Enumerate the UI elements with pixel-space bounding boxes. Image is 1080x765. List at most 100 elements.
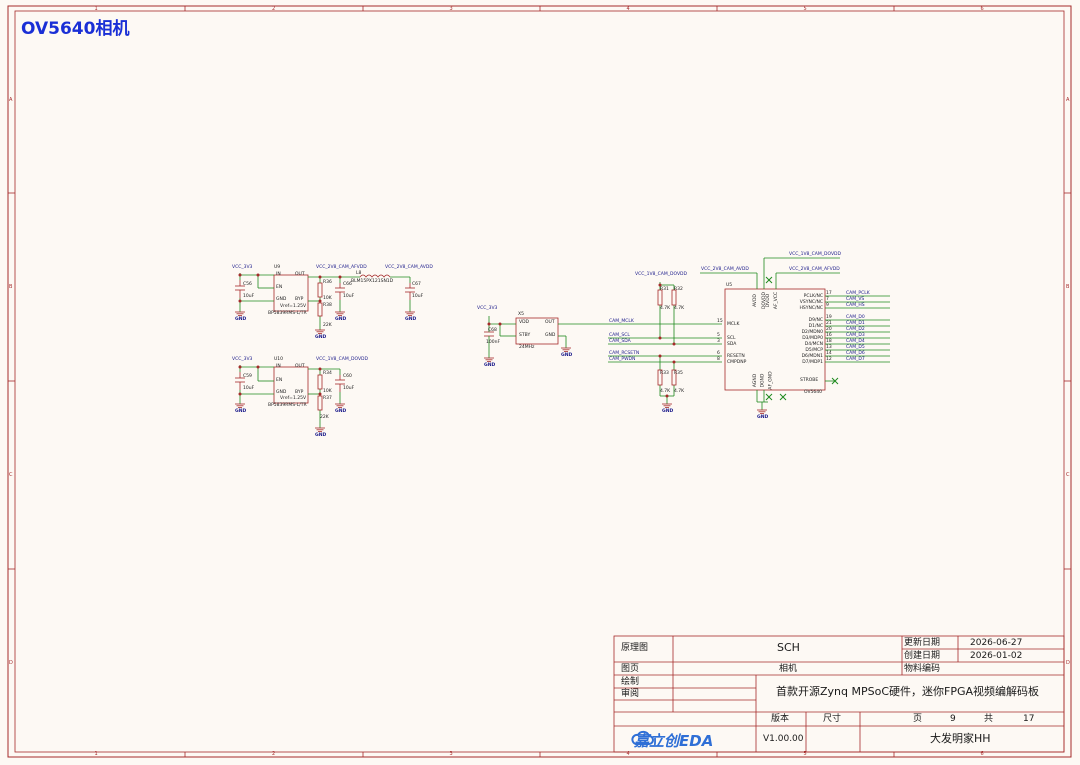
u9-passives: [235, 274, 415, 317]
osc-cap-val: 100nF: [486, 340, 501, 345]
gnd-label: GND: [662, 409, 674, 414]
gnd-label: GND: [335, 409, 347, 414]
title-block: [613, 635, 1065, 753]
u9-pin-in: IN: [276, 272, 281, 277]
gnd-symbol: [235, 403, 245, 409]
sensor-data-wires: [825, 295, 890, 363]
net-cam-resetn: CAM_RCSETN: [609, 351, 640, 356]
sensor-right-pin-name: PCLK/NC: [803, 294, 823, 299]
tb-company: 大发明家HH: [930, 732, 991, 745]
u10-pin-out: OUT: [295, 364, 305, 369]
sensor-net-label: CAM_D2: [846, 327, 865, 332]
sensor-right-pin-number: 17: [826, 291, 832, 296]
u10-r2-val: 22K: [320, 415, 329, 420]
gnd-symbol: [335, 403, 345, 409]
sensor-ref: U5: [726, 283, 733, 288]
sensor-net-label: CAM_PCLK: [846, 291, 870, 296]
sensor-avdd-label: VCC_2V8_CAM_AVDD: [701, 267, 749, 272]
net-cam-mclk: CAM_MCLK: [609, 319, 634, 324]
gnd-label: GND: [315, 335, 327, 340]
border-col-label: 5: [803, 751, 807, 757]
u9-r1-val: 10K: [323, 296, 332, 301]
tb-review-label: 审阅: [621, 689, 640, 699]
no-connect-marks: [765, 276, 839, 401]
u9-r2-val: 22K: [323, 323, 332, 328]
u9-cavdd-val: 10uF: [412, 294, 424, 299]
u10-pin-en: EN: [276, 378, 283, 383]
pullup-supply: VCC_1V8_CAM_DOVDD: [635, 272, 687, 277]
pullup-junctions: [658, 283, 676, 398]
u9-cin-ref: C56: [243, 282, 252, 287]
border-row-label: C: [9, 472, 13, 478]
tb-size-label: 尺寸: [823, 714, 842, 724]
osc-pin-vdd: VDD: [519, 320, 530, 325]
pullup-r35-val: 4.7K: [674, 389, 685, 394]
gnd-symbol: [315, 329, 325, 335]
sensor-right-pin-number: 21: [826, 321, 832, 326]
u9-cin-val: 10uF: [243, 294, 255, 299]
u9-ref: U9: [274, 265, 281, 270]
outer-frame: [7, 5, 1072, 758]
pullup-resistors: [657, 289, 677, 386]
tb-page-label: 图页: [621, 664, 640, 674]
border-col-label: 6: [980, 6, 984, 12]
sensor-part: OV5640: [804, 390, 822, 395]
sensor-net-label: CAM_D0: [846, 315, 865, 320]
gnd-symbol: [484, 357, 494, 363]
border-col-label: 3: [449, 6, 453, 12]
u10-ref: U10: [274, 357, 284, 362]
sensor-left-pin-name: MCLK: [727, 322, 740, 327]
border-row-label: B: [9, 284, 13, 290]
sensor-net-label: CAM_VS: [846, 297, 865, 302]
gnd-label: GND: [484, 363, 496, 368]
page-title: OV5640相机: [21, 19, 130, 39]
sensor-afvdd-label: VCC_2V8_CAM_AFVDD: [789, 267, 840, 272]
sensor-left-pin-name: SCL: [727, 336, 736, 341]
u10-r1-ref: R34: [323, 371, 332, 376]
border-col-label: 3: [449, 751, 453, 757]
u10-r2-ref: R37: [323, 396, 332, 401]
tb-page-value: 相机: [779, 664, 798, 674]
border-row-label: B: [1066, 284, 1070, 290]
sensor-top-pin: DVDD: [766, 293, 772, 308]
sensor-bottom-pin: AF_GND: [768, 371, 774, 390]
u10-pin-byp: BYP: [295, 390, 304, 395]
net-cam-pwdn: CAM_PWDN: [609, 357, 636, 362]
tb-created-value: 2026-01-02: [970, 651, 1023, 661]
border-col-label: 5: [803, 6, 807, 12]
sensor-right-pin-name: D6/MDN1: [801, 354, 823, 359]
u9-pin-byp: BYP: [295, 297, 304, 302]
osc-junctions: [487, 322, 502, 326]
gnd-label: GND: [235, 409, 247, 414]
gnd-symbol: [561, 347, 571, 353]
sensor-left-pin-number: 6: [717, 351, 720, 356]
osc-pin-stby: STBY: [519, 333, 531, 338]
u9-vout-label: VCC_2V8_CAM_AFVDD: [316, 265, 367, 270]
border-col-label: 2: [272, 751, 276, 757]
tb-schematic-value: SCH: [777, 641, 800, 654]
osc-cap-ref: C68: [488, 328, 497, 333]
pullup-r35: R35: [674, 371, 683, 376]
u10-vref: Vref=1.25V: [280, 396, 307, 401]
sensor-net-label: CAM_D1: [846, 321, 865, 326]
sensor-net-label: CAM_D6: [846, 351, 865, 356]
border-row-label: D: [1066, 660, 1070, 666]
pullup-r31-val: 4.7K: [660, 306, 671, 311]
u9-r1-ref: R36: [323, 280, 332, 285]
u10-junctions: [238, 365, 322, 396]
regulator-u10: [273, 366, 309, 404]
osc-pin-gnd: GND: [545, 333, 556, 338]
u10-pin-in: IN: [276, 364, 281, 369]
gnd-label: GND: [405, 317, 417, 322]
u9-vref: Vref=1.25V: [280, 304, 307, 309]
sensor-right-pin-number: 7: [826, 297, 829, 302]
regulator-u9: [273, 274, 309, 312]
gnd-label: GND: [561, 353, 573, 358]
sensor-right-pin-number: 9: [826, 303, 829, 308]
border-col-label: 1: [94, 751, 98, 757]
sensor-bottom-pin: AGND: [753, 373, 759, 388]
logo-text: 嘉立创EDA: [634, 732, 714, 750]
pullup-r32-val: 4.7K: [674, 306, 685, 311]
